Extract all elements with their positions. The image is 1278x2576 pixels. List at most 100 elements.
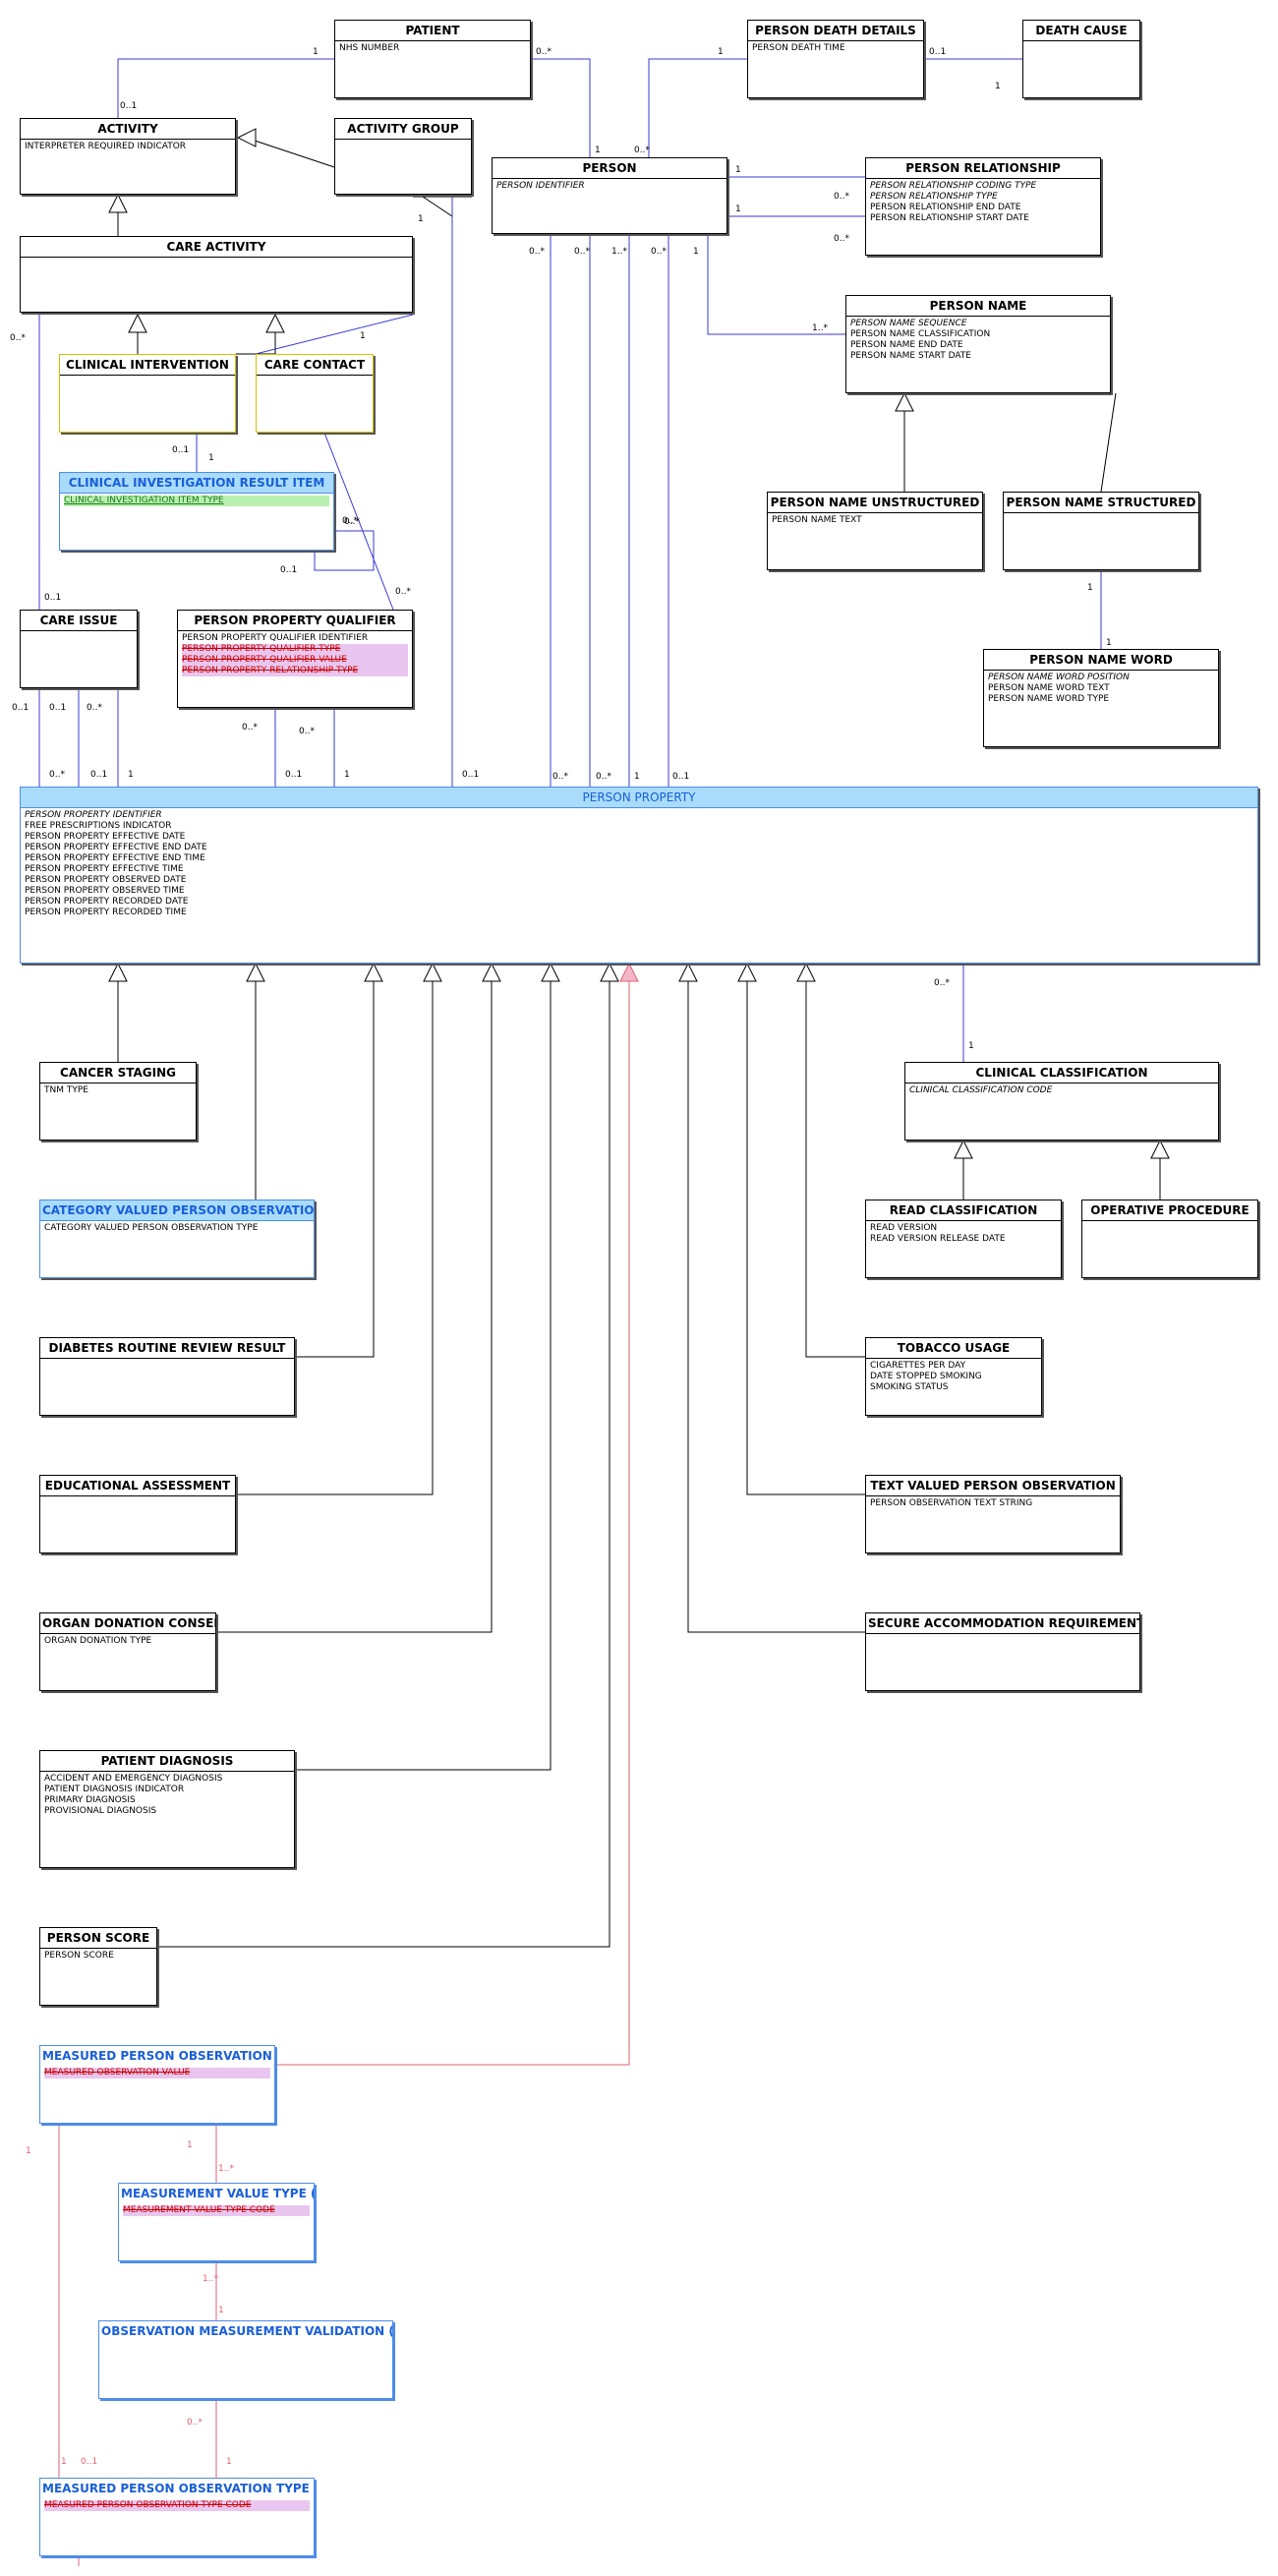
entity-title: PERSON SCORE [40,1928,156,1949]
generalization-line [245,137,335,168]
entity-title: CARE ISSUE [21,611,137,631]
multiplicity-label: 0..* [634,146,650,155]
entity-title: PERSON RELATIONSHIP [866,158,1100,179]
attribute-list [40,1496,235,1500]
association-line [314,530,375,571]
attribute: PROVISIONAL DIAGNOSIS [44,1806,157,1816]
multiplicity-label: 0..* [344,517,360,527]
attribute-list: PERSON IDENTIFIER [493,179,726,194]
entity-title: CARE ACTIVITY [21,237,412,258]
measurement-value-type-entity[interactable]: MEASUREMENT VALUE TYPE (retired)MEASUREM… [118,2183,315,2261]
category-valued-person-observation-entity[interactable]: CATEGORY VALUED PERSON OBSERVATION CATEGO… [39,1200,315,1278]
multiplicity-label: 0..1 [81,2457,97,2467]
clinical-intervention-entity[interactable]: CLINICAL INTERVENTION [59,354,236,433]
attribute-list: NHS NUMBER [335,41,530,56]
person-name-word-entity[interactable]: PERSON NAME WORD PERSON NAME WORD POSITIO… [983,649,1219,747]
attribute: PERSON PROPERTY RECORDED DATE [25,897,189,907]
measured-person-observation-entity[interactable]: MEASURED PERSON OBSERVATION (retired)MEA… [39,2045,275,2124]
generalization-line [687,981,865,1633]
generalization-arrow [265,313,285,333]
death-cause-entity[interactable]: DEATH CAUSE [1022,20,1140,98]
entity-title: PATIENT [335,21,530,41]
generalization-arrow [678,962,698,982]
entity-title: DIABETES ROUTINE REVIEW RESULT [40,1338,294,1359]
multiplicity-label: 0..1 [929,47,946,57]
multiplicity-label: 1 [26,2146,31,2156]
attribute: PERSON NAME CLASSIFICATION [850,329,991,339]
entity-title: ACTIVITY [21,119,235,140]
generalization-arrow [236,128,257,147]
entity-title: PERSON PROPERTY [21,788,1257,808]
multiplicity-label: 1 [634,772,640,782]
entity-title: CLINICAL CLASSIFICATION [905,1063,1218,1083]
secure-accommodation-requirement-entity[interactable]: SECURE ACCOMMODATION REQUIREMENT [865,1612,1140,1691]
generalization-line [295,981,375,1358]
multiplicity-label: 0..* [834,192,849,202]
educational-assessment-entity[interactable]: EDUCATIONAL ASSESSMENT [39,1475,236,1553]
generalization-arrow [619,962,639,982]
attribute: PATIENT DIAGNOSIS INDICATOR [44,1785,185,1794]
multiplicity-label: 1 [226,2457,232,2467]
multiplicity-label: 1 [968,1041,974,1051]
multiplicity-label: 0..* [536,47,552,57]
care-activity-entity[interactable]: CARE ACTIVITY [20,236,413,313]
generalization-arrow [108,193,128,213]
attribute-list [21,258,412,262]
multiplicity-label: 1 [735,165,741,175]
entity-title: EDUCATIONAL ASSESSMENT [40,1476,235,1496]
entity-title: OPERATIVE PROCEDURE [1082,1200,1257,1221]
measured-person-observation-type-entity[interactable]: MEASURED PERSON OBSERVATION TYPE (retire… [39,2478,315,2556]
attribute: CATEGORY VALUED PERSON OBSERVATION TYPE [44,1223,259,1233]
multiplicity-label: 1 [718,47,724,57]
attribute: CLINICAL INVESTIGATION ITEM TYPE [64,496,329,506]
entity-title: PERSON NAME WORD [984,650,1218,671]
patient-entity[interactable]: PATIENT NHS NUMBER [334,20,531,98]
care-contact-entity[interactable]: CARE CONTACT [256,354,374,433]
entity-title: CATEGORY VALUED PERSON OBSERVATION [40,1200,314,1221]
entity-title: CLINICAL INTERVENTION [60,355,235,376]
multiplicity-label: 0..* [834,234,849,244]
attribute-list: MEASUREMENT VALUE TYPE CODE [119,2203,314,2218]
generalization-line [295,981,552,1771]
attribute-list: CLINICAL INVESTIGATION ITEM TYPE [60,494,333,508]
attribute: PERSON NAME WORD TYPE [988,694,1110,704]
multiplicity-label: 1 [995,82,1001,91]
operative-procedure-entity[interactable]: OPERATIVE PROCEDURE [1081,1200,1258,1278]
attribute-list: PERSON NAME TEXT [768,513,982,528]
multiplicity-label: 0..1 [280,565,297,575]
multiplicity-label: 0..* [934,978,950,988]
attribute: MEASUREMENT VALUE TYPE CODE [123,2205,310,2216]
person-name-structured-entity[interactable]: PERSON NAME STRUCTURED [1003,492,1199,570]
diabetes-routine-review-result-entity[interactable]: DIABETES ROUTINE REVIEW RESULT [39,1337,295,1416]
attribute-list [335,140,471,144]
care-issue-entity[interactable]: CARE ISSUE [20,610,138,688]
attribute: NHS NUMBER [339,43,400,53]
observation-measurement-validation-entity[interactable]: OBSERVATION MEASUREMENT VALIDATION (reti… [98,2320,393,2399]
activity-group-entity[interactable]: ACTIVITY GROUP [334,118,472,195]
attribute: PERSON RELATIONSHIP START DATE [870,213,1029,223]
multiplicity-label: 1 [1106,638,1112,648]
multiplicity-label: 0..* [529,247,545,257]
attribute: PERSON NAME WORD POSITION [988,673,1130,682]
multiplicity-label: 1 [360,331,366,341]
